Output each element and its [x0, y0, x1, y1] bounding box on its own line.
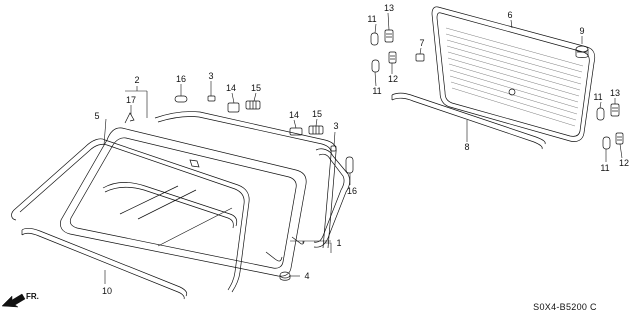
front-clip-14-right — [289, 127, 303, 136]
rear-clip-13-right — [610, 103, 620, 117]
rear-grommet-9 — [575, 45, 589, 58]
callout-7: 7 — [419, 38, 424, 48]
front-arrow-icon — [1, 293, 26, 308]
callout-6: 6 — [507, 10, 512, 20]
callout-15-left: 15 — [251, 83, 261, 93]
callout-9: 9 — [579, 26, 584, 36]
callout-17: 17 — [126, 95, 136, 105]
front-pad-3-left — [207, 95, 216, 102]
front-fastener-17 — [124, 112, 135, 124]
rear-clip-13-top — [384, 29, 394, 43]
rear-pad-7 — [415, 53, 425, 62]
callout-2: 2 — [134, 75, 139, 85]
callout-12-top: 12 — [388, 74, 398, 84]
callout-14-right: 14 — [289, 110, 299, 120]
callout-1: 1 — [336, 238, 341, 248]
callout-11-top: 11 — [367, 14, 376, 24]
front-grommet-4 — [279, 271, 291, 281]
rear-spacer-11-mid — [371, 59, 380, 73]
rear-spacer-11-right-a — [596, 107, 605, 121]
rear-clip-12-right — [615, 132, 624, 145]
windshield-glass — [60, 127, 307, 277]
front-clip-14-left — [227, 102, 240, 113]
callout-16-right: 16 — [347, 186, 357, 196]
front-pad-3-right — [330, 145, 337, 152]
front-clip-16-right — [345, 156, 354, 174]
callout-13-right: 13 — [610, 88, 620, 98]
callout-3-right: 3 — [333, 121, 338, 131]
windshield-lower-dam — [21, 227, 188, 300]
rear-clip-12-top — [388, 51, 397, 64]
callout-14-left: 14 — [226, 83, 236, 93]
callout-16-left: 16 — [176, 74, 186, 84]
front-direction-indicator: FR. — [1, 292, 39, 308]
rear-window-molding — [391, 92, 546, 150]
diagram-part-code: S0X4-B5200 C — [533, 302, 597, 312]
callout-labels: 1 2 3 3 4 5 6 7 8 9 10 11 11 11 11 12 12… — [94, 3, 629, 296]
callout-13-top: 13 — [384, 3, 394, 13]
rear-window-glass — [431, 6, 596, 142]
callout-10: 10 — [102, 286, 112, 296]
callout-11-mid: 11 — [372, 86, 381, 96]
callout-3-left: 3 — [208, 71, 213, 81]
leader-lines — [103, 12, 623, 284]
rear-spacer-11-right-b — [602, 136, 611, 150]
callout-4: 4 — [304, 271, 309, 281]
callout-15-right: 15 — [312, 109, 322, 119]
windshield-side-molding-frame — [11, 138, 250, 293]
callout-11-right-a: 11 — [593, 92, 602, 102]
front-clip-16-left — [174, 95, 188, 103]
front-direction-label: FR. — [26, 292, 39, 301]
callout-8: 8 — [464, 142, 469, 152]
front-clip-15-left — [245, 100, 261, 110]
callout-5: 5 — [94, 111, 99, 121]
callout-12-right: 12 — [619, 158, 629, 168]
rear-spacer-11-top — [370, 32, 379, 46]
front-clip-15-right — [308, 125, 324, 135]
callout-11-right-b: 11 — [600, 163, 609, 173]
